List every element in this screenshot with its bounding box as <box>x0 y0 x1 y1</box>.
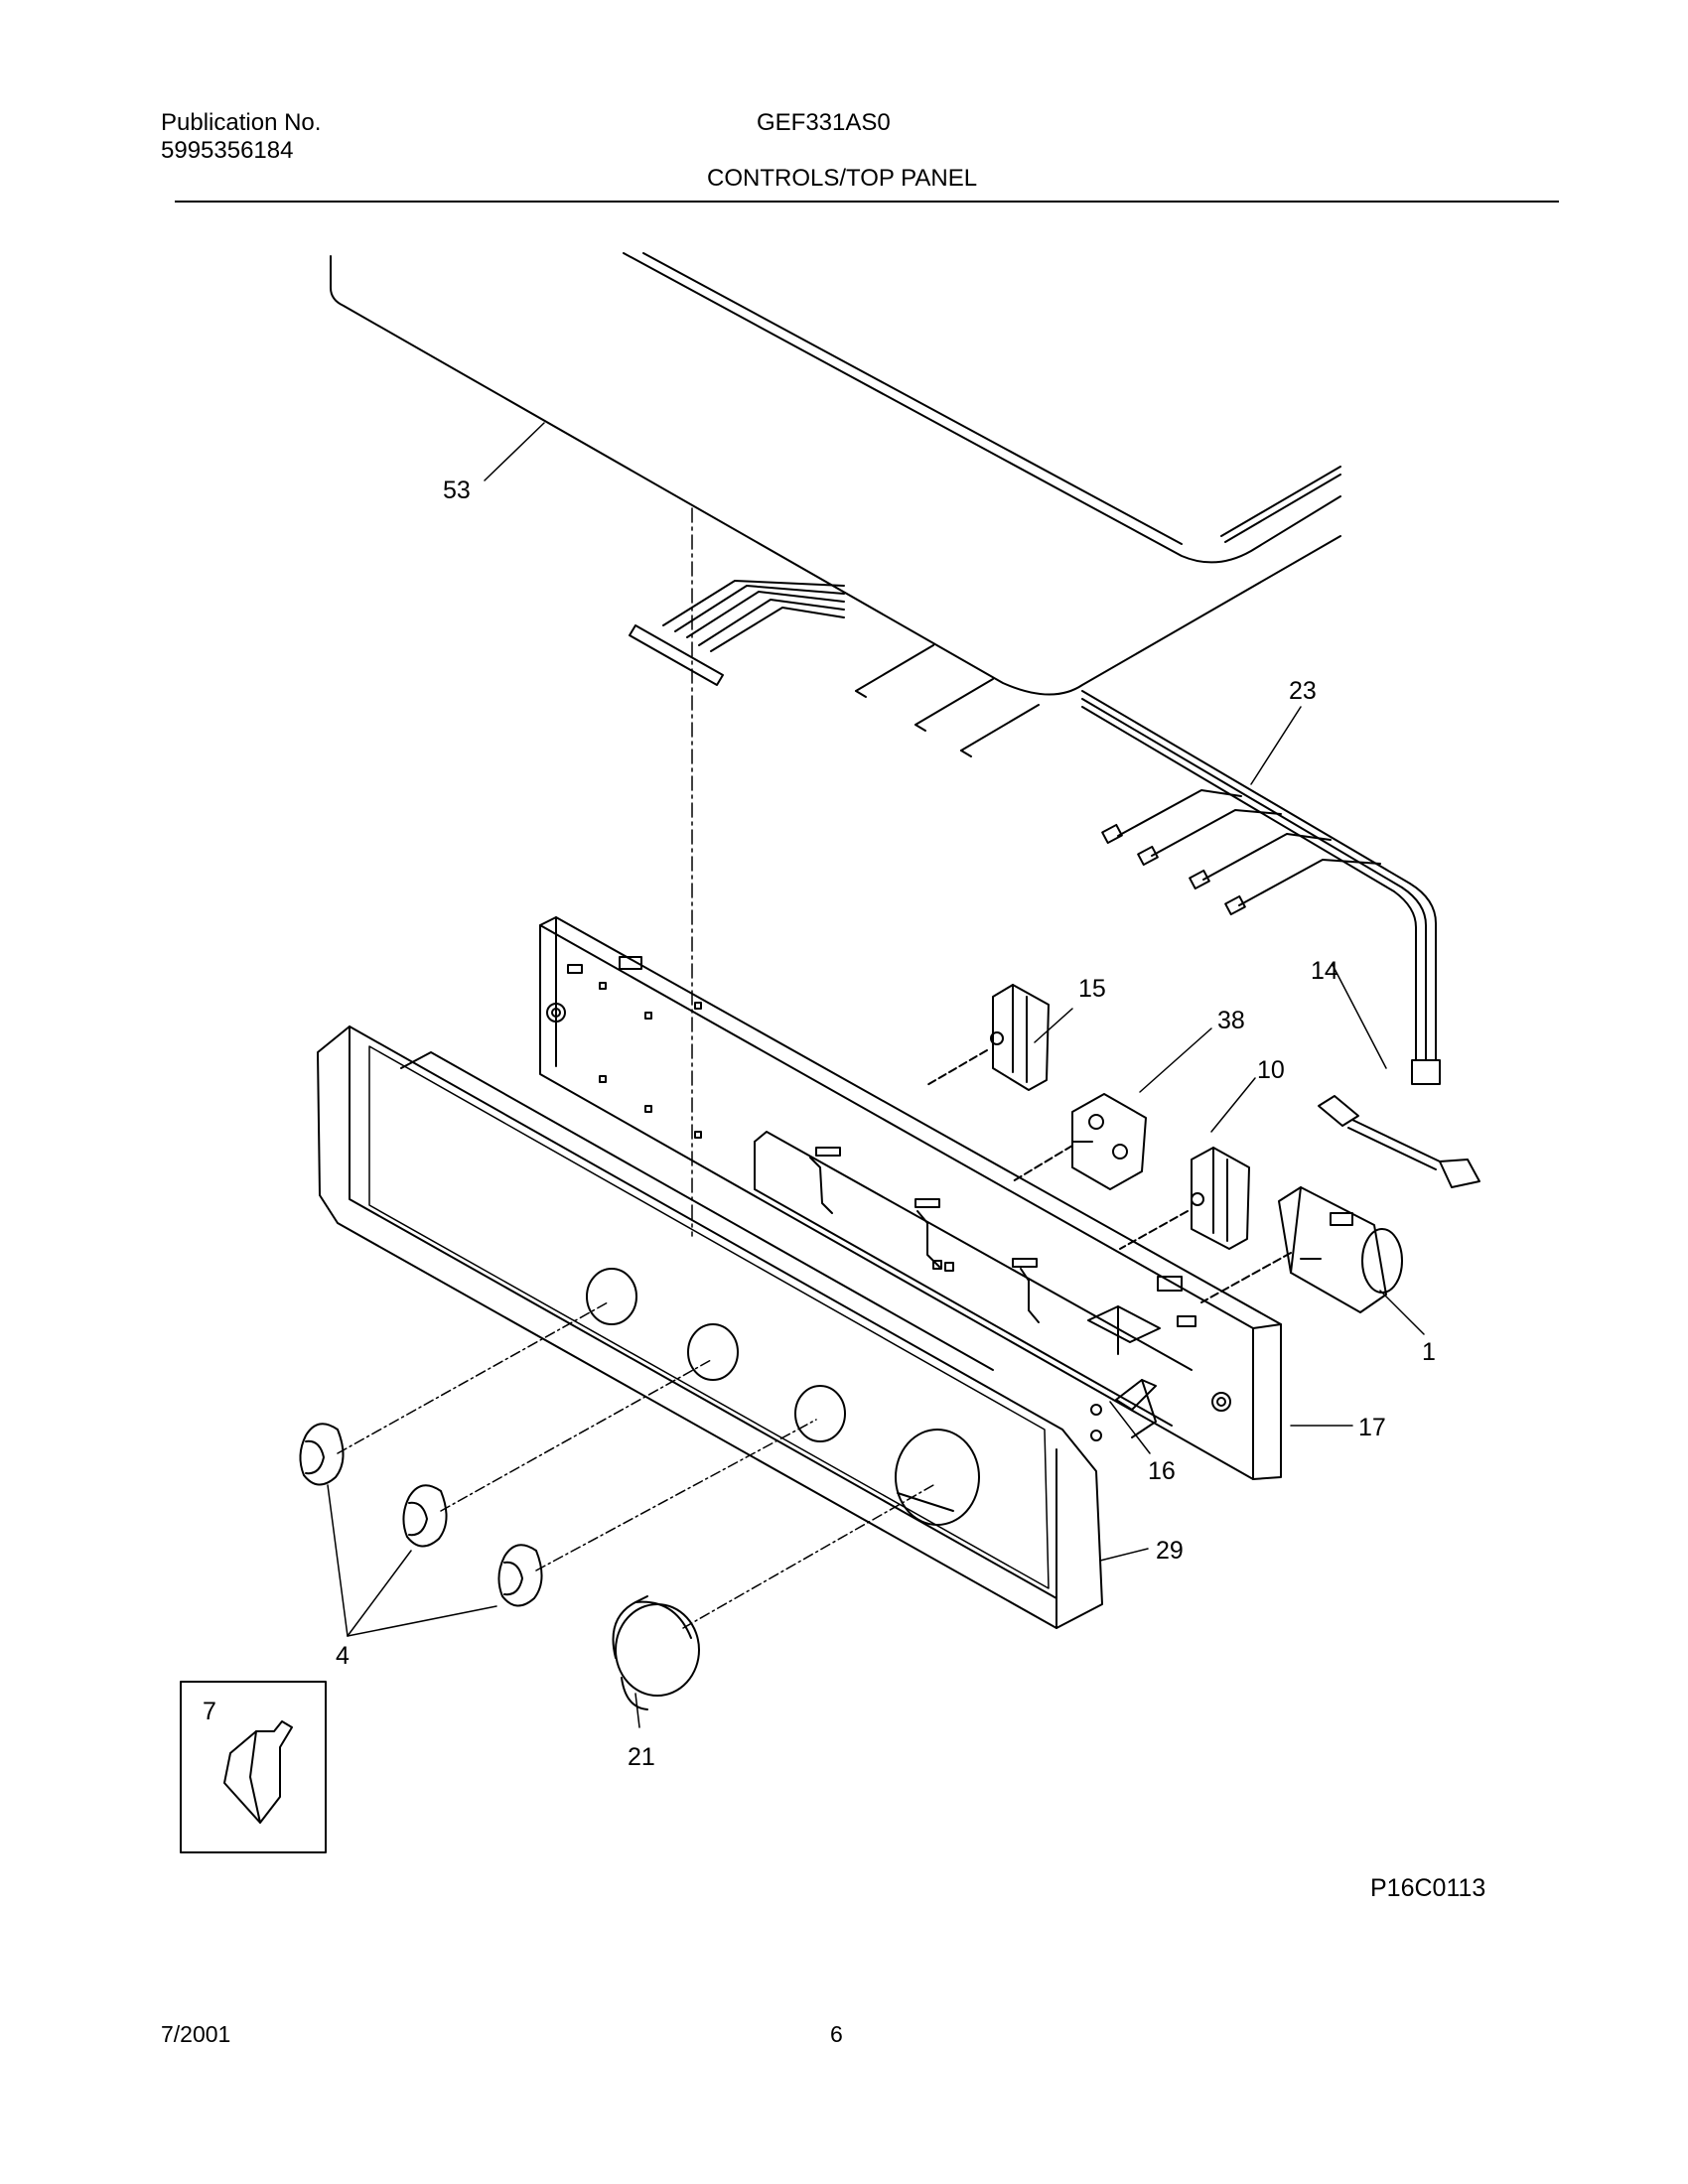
model-number: GEF331AS0 <box>757 109 891 136</box>
timer-part <box>1200 1186 1403 1313</box>
part-16-part <box>1090 1379 1157 1441</box>
callout-16: 16 <box>1148 1457 1176 1485</box>
wire-14-part <box>1318 1095 1480 1188</box>
callout-4: 4 <box>336 1642 350 1670</box>
callout-23: 23 <box>1289 677 1317 705</box>
callout-53: 53 <box>443 477 471 504</box>
publication-label: Publication No. <box>161 109 322 136</box>
console-part <box>317 1025 1103 1629</box>
callout-17: 17 <box>1358 1414 1386 1441</box>
switch-15-part <box>924 984 1050 1091</box>
figure-code: P16C0113 <box>1370 1874 1486 1902</box>
wire-connector <box>629 580 845 686</box>
callout-38: 38 <box>1217 1007 1245 1034</box>
knob-parts <box>299 1301 817 1607</box>
clip-inset <box>180 1681 327 1853</box>
callout-10: 10 <box>1257 1056 1285 1084</box>
switch-10-part <box>1119 1147 1250 1250</box>
top-panel-part <box>330 252 1341 696</box>
leader-lines <box>327 422 1425 1728</box>
timer-knob-part <box>612 1484 934 1710</box>
switch-38-part <box>1012 1093 1147 1190</box>
section-title: CONTROLS/TOP PANEL <box>707 165 978 192</box>
footer-date: 7/2001 <box>161 2021 231 2047</box>
callout-1: 1 <box>1422 1338 1436 1366</box>
callout-7: 7 <box>203 1698 216 1725</box>
wire-leads <box>855 644 1040 757</box>
callout-14: 14 <box>1311 957 1338 985</box>
callout-15: 15 <box>1078 975 1106 1003</box>
page-number: 6 <box>830 2021 843 2047</box>
publication-number: 5995356184 <box>161 137 294 164</box>
callout-29: 29 <box>1156 1537 1184 1565</box>
callout-21: 21 <box>628 1743 655 1771</box>
control-panel-part <box>539 916 1282 1480</box>
header-rule <box>175 201 1559 203</box>
wire-harness-part <box>1081 690 1441 1085</box>
